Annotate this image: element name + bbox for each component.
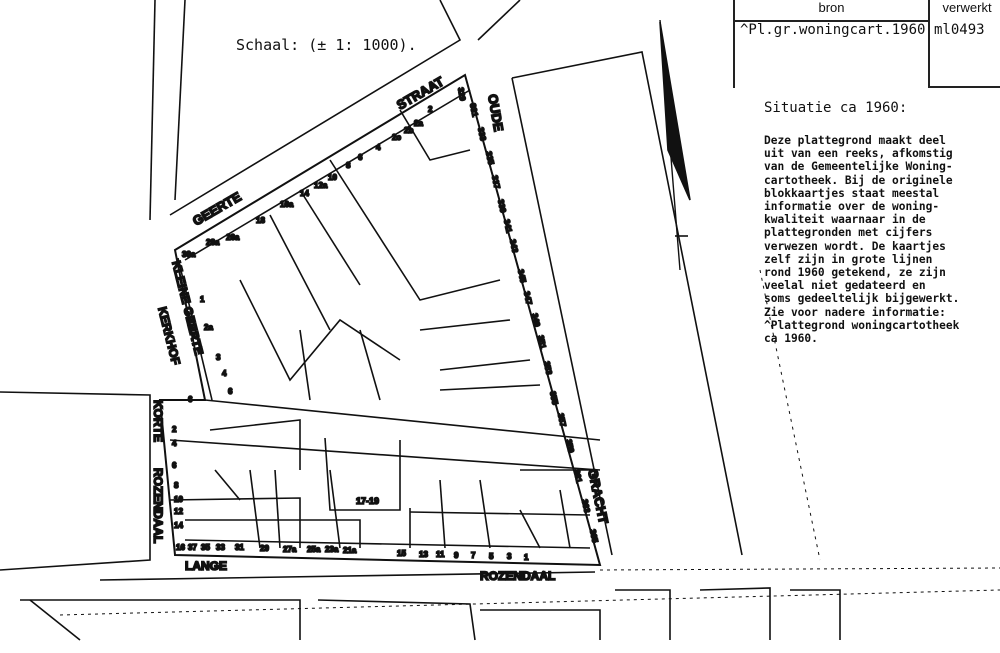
house-number: 6 xyxy=(228,387,233,396)
house-number: 25a xyxy=(307,545,321,554)
house-numbers-lange-rozendaal: 16 37 35 33 31 29 27a 25a 23a 21a 15 13 … xyxy=(175,542,530,563)
house-number: 35 xyxy=(201,543,210,552)
house-number: 28a xyxy=(206,238,220,247)
house-number: 2 xyxy=(428,105,433,114)
house-number: 18 xyxy=(256,216,265,225)
verwerkt-value: ml0493 xyxy=(934,22,985,38)
house-number: 11 xyxy=(436,550,445,559)
house-number: 2 xyxy=(172,425,177,434)
house-number: 8 xyxy=(346,161,351,170)
house-number: 5 xyxy=(489,552,494,561)
house-number: 341 xyxy=(502,219,514,234)
canal-oude-gracht xyxy=(477,0,1000,571)
house-number: 345 xyxy=(516,269,528,284)
street-oude: OUDE xyxy=(485,93,506,133)
house-number: 351 xyxy=(536,335,548,350)
house-number: 3 xyxy=(216,353,221,362)
house-number: 337 xyxy=(490,175,502,190)
north-arrow-icon xyxy=(659,19,691,271)
house-number: 2a xyxy=(204,323,213,332)
house-number: 2b xyxy=(404,126,413,135)
plot-label: 17-19 xyxy=(356,496,379,506)
house-number: 31 xyxy=(235,543,244,552)
header-bron: bron xyxy=(735,0,928,22)
house-number: 365 xyxy=(588,529,600,544)
info-text: Deze plattegrond maakt deel uit van een … xyxy=(764,134,960,346)
header-verwerkt: verwerkt xyxy=(928,0,1000,88)
house-number: 14 xyxy=(174,521,183,530)
house-numbers-geerte-straat: 30a 28a 26a 18 16a 14 12a 10 8 6 4 2c 2b… xyxy=(181,86,468,260)
house-number: 26a xyxy=(226,233,240,242)
house-number: 331 xyxy=(468,103,480,118)
source-table: bron verwerkt ^Pl.gr.woningcart.1960 ml0… xyxy=(733,0,1000,88)
house-number: 359 xyxy=(564,439,576,454)
house-number: 347 xyxy=(522,291,534,306)
house-number: 8 xyxy=(174,481,179,490)
house-number: 6 xyxy=(188,395,193,404)
street-kerkhof: KERKHOF xyxy=(155,305,183,366)
house-number: 355 xyxy=(548,391,560,406)
house-number: 10 xyxy=(174,495,183,504)
house-number: 1 xyxy=(200,295,205,304)
house-number: 23a xyxy=(325,545,339,554)
info-title: Situatie ca 1960: xyxy=(764,100,908,116)
street-geerte: GEERTE xyxy=(190,189,244,229)
house-number: 14 xyxy=(300,189,309,198)
bron-value: ^Pl.gr.woningcart.1960 xyxy=(740,22,926,38)
house-number: 4 xyxy=(172,439,177,448)
house-number: 335 xyxy=(484,151,496,166)
house-number: 357 xyxy=(556,413,568,428)
house-number: 9 xyxy=(454,551,459,560)
house-number: 30a xyxy=(182,250,196,259)
house-number: 16 xyxy=(176,543,185,552)
house-number: 1 xyxy=(524,553,529,562)
house-number: 4 xyxy=(376,143,381,152)
house-numbers-kleine-geerte-kerkhof: 1 2a 3 4 6 xyxy=(199,294,234,397)
main-block xyxy=(158,73,602,567)
house-number: 2a xyxy=(414,119,423,128)
street-lange: LANGE xyxy=(185,559,227,573)
header-verwerkt-label: verwerkt xyxy=(942,0,992,15)
house-number: 15 xyxy=(397,549,406,558)
house-number: 4 xyxy=(222,369,227,378)
street-rozendaal-left: ROZENDAAL xyxy=(151,468,165,543)
house-number: 33 xyxy=(216,543,225,552)
house-number: 349 xyxy=(530,313,542,328)
house-number: 27a xyxy=(283,545,297,554)
house-number: 343 xyxy=(508,239,520,254)
street-korte: KORTE xyxy=(151,400,165,442)
house-number: 353 xyxy=(542,361,554,376)
house-number: 6 xyxy=(358,153,363,162)
house-number: 37 xyxy=(188,543,197,552)
scale-label: Schaal: (± 1: 1000). xyxy=(236,36,417,54)
house-number: 339 xyxy=(496,199,508,214)
house-number: 21a xyxy=(343,546,357,555)
house-number: 16a xyxy=(280,200,294,209)
house-number: 3 xyxy=(507,552,512,561)
house-number: 29 xyxy=(260,544,269,553)
street-gracht: GRACHT xyxy=(585,468,611,526)
house-number: 6 xyxy=(172,461,177,470)
house-number: 363 xyxy=(580,499,592,514)
house-number: 329 xyxy=(456,87,467,102)
house-number: 2c xyxy=(392,133,401,142)
house-number: 7 xyxy=(471,551,476,560)
house-number: 333 xyxy=(476,127,488,142)
house-number: 10 xyxy=(328,173,337,182)
house-numbers-oude-gracht: 331 333 335 337 339 341 343 345 347 349 … xyxy=(467,102,600,545)
house-number: 12a xyxy=(314,181,328,190)
house-numbers-korte-rozendaal: 6 2 4 6 8 10 12 14 xyxy=(171,394,194,531)
street-rozendaal-bottom: ROZENDAAL xyxy=(480,569,555,583)
house-number: 361 xyxy=(572,469,584,484)
house-number: 13 xyxy=(419,550,428,559)
house-number: 12 xyxy=(174,507,183,516)
street-straat: STRAAT xyxy=(394,74,446,113)
